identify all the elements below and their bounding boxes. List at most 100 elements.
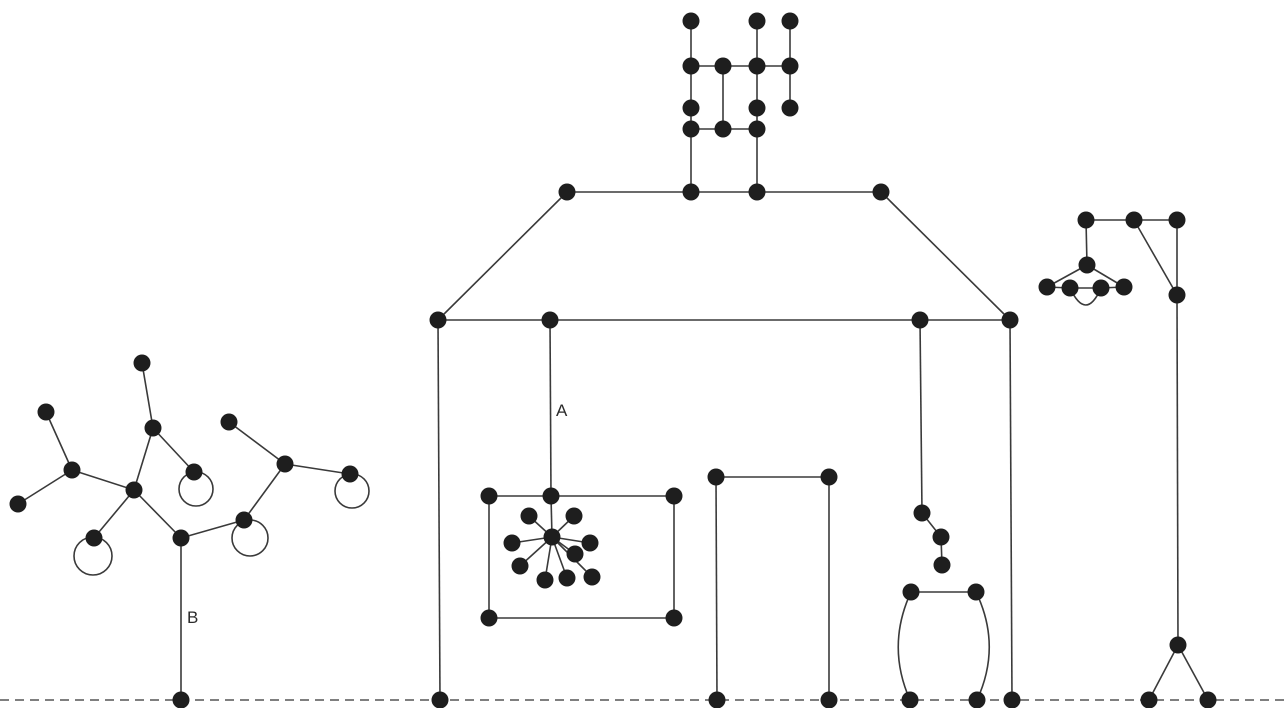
- node-r_r: [872, 183, 890, 201]
- node-c13: [781, 12, 799, 30]
- node-c5: [748, 99, 766, 117]
- edge-r_r-h_tr: [880, 191, 1011, 321]
- node-c12: [748, 12, 766, 30]
- edge-t_n1-t_n2: [71, 469, 135, 491]
- edge-h_a-w_tc: [549, 319, 552, 497]
- node-t_n2: [63, 461, 81, 479]
- node-s_hang: [1078, 256, 1096, 274]
- node-w_tc: [542, 487, 560, 505]
- node-l2: [932, 528, 950, 546]
- node-c6: [781, 99, 799, 117]
- edge-h_tl-r_l: [437, 191, 568, 321]
- node-c7: [682, 57, 700, 75]
- edge-s_m-s_b: [1176, 294, 1179, 646]
- node-p_bl: [901, 691, 919, 708]
- node-f3: [503, 534, 521, 552]
- edge-t_trunk-t_n1: [133, 489, 182, 539]
- edge-d_bl-d_tl: [715, 476, 718, 701]
- node-f2: [565, 507, 583, 525]
- node-f5: [536, 571, 554, 589]
- edge-t_n5-t_n6: [141, 362, 154, 429]
- edge-s_b-s_br: [1177, 644, 1209, 701]
- edge-t_n5-t_n7: [152, 427, 195, 473]
- edge-h_bl-h_tl: [437, 319, 441, 701]
- node-h_bl: [431, 691, 449, 708]
- edge-t_n1-t_n8: [93, 489, 135, 539]
- node-s_o2: [1061, 279, 1079, 297]
- node-s_tm: [1125, 211, 1143, 229]
- edge-t_n9-t_n10: [243, 463, 286, 521]
- node-f7: [583, 568, 601, 586]
- node-s_o4: [1115, 278, 1133, 296]
- node-t_n8: [85, 529, 103, 547]
- node-l1: [913, 504, 931, 522]
- node-t_n10: [276, 455, 294, 473]
- node-c4: [682, 99, 700, 117]
- edge-group: [17, 21, 1209, 701]
- node-c3: [748, 120, 766, 138]
- edge-s_tm-s_m: [1133, 219, 1178, 296]
- edge-h_c-l1: [919, 319, 923, 514]
- label-b: B: [187, 608, 198, 627]
- node-r_c1: [682, 183, 700, 201]
- node-t_trunk: [172, 529, 190, 547]
- node-c11: [682, 12, 700, 30]
- node-r_c2: [748, 183, 766, 201]
- curved-edge-p_tl-p_bl: [897, 591, 912, 701]
- node-f9: [581, 534, 599, 552]
- node-f1: [520, 507, 538, 525]
- node-f8: [566, 545, 584, 563]
- node-s_b: [1169, 636, 1187, 654]
- node-l3: [933, 556, 951, 574]
- edge-t_n2-t_n4: [17, 469, 73, 505]
- node-s_br: [1199, 691, 1217, 708]
- node-c1: [682, 120, 700, 138]
- node-t_n12: [341, 465, 359, 483]
- edge-t_n2-t_n3: [45, 411, 73, 471]
- node-t_root: [172, 691, 190, 708]
- node-h_tr: [1001, 311, 1019, 329]
- node-f_c: [543, 528, 561, 546]
- node-t_n7: [185, 463, 203, 481]
- node-p_tl: [902, 583, 920, 601]
- node-t_n3: [37, 403, 55, 421]
- node-p_tr: [967, 583, 985, 601]
- node-w_br: [665, 609, 683, 627]
- node-d_tr: [820, 468, 838, 486]
- edge-t_trunk-t_n9: [180, 519, 245, 539]
- node-c10: [781, 57, 799, 75]
- node-h_a: [541, 311, 559, 329]
- node-c8: [714, 57, 732, 75]
- node-s_o3: [1092, 279, 1110, 297]
- edge-s_b-s_bl: [1148, 644, 1179, 701]
- node-t_n5: [144, 419, 162, 437]
- node-t_n1: [125, 481, 143, 499]
- node-group: [9, 12, 1217, 708]
- node-s_m: [1168, 286, 1186, 304]
- edge-t_n1-t_n5: [133, 427, 154, 491]
- node-s_tl: [1077, 211, 1095, 229]
- edge-h_tr-h_br: [1009, 319, 1013, 701]
- node-w_tl: [480, 487, 498, 505]
- node-h_br: [1003, 691, 1021, 708]
- node-s_o1: [1038, 278, 1056, 296]
- node-w_bl: [480, 609, 498, 627]
- node-d_bl: [708, 691, 726, 708]
- label-a: A: [556, 401, 568, 420]
- node-t_n11: [220, 413, 238, 431]
- node-s_bl: [1140, 691, 1158, 708]
- node-p_br: [968, 691, 986, 708]
- node-f6: [558, 569, 576, 587]
- node-s_tr: [1168, 211, 1186, 229]
- node-t_n4: [9, 495, 27, 513]
- edge-t_n10-t_n12: [284, 463, 351, 475]
- node-w_tr: [665, 487, 683, 505]
- node-h_tl: [429, 311, 447, 329]
- node-d_br: [820, 691, 838, 708]
- node-c9: [748, 57, 766, 75]
- curved-edge-p_tr-p_br: [975, 591, 990, 701]
- node-d_tl: [707, 468, 725, 486]
- node-c2: [714, 120, 732, 138]
